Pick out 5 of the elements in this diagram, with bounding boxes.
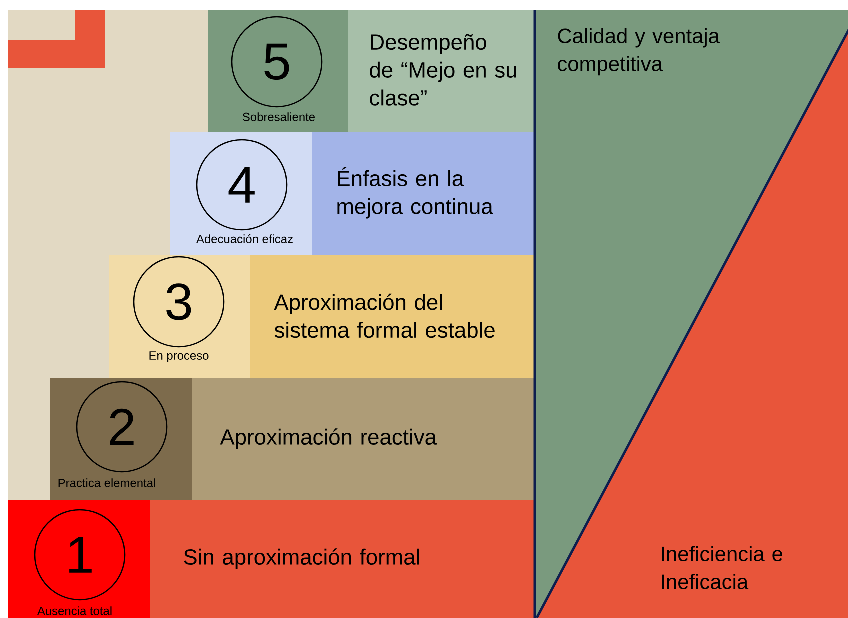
- description-box: Desempeño de “Mejo en su clase”: [348, 10, 536, 132]
- description-box: Aproximación del sistema formal estable: [250, 255, 536, 378]
- description-box: Énfasis en la mejora continua: [312, 132, 536, 256]
- description-box: Aproximación reactiva: [192, 378, 536, 500]
- description-box: Sin aproximación formal: [150, 500, 536, 618]
